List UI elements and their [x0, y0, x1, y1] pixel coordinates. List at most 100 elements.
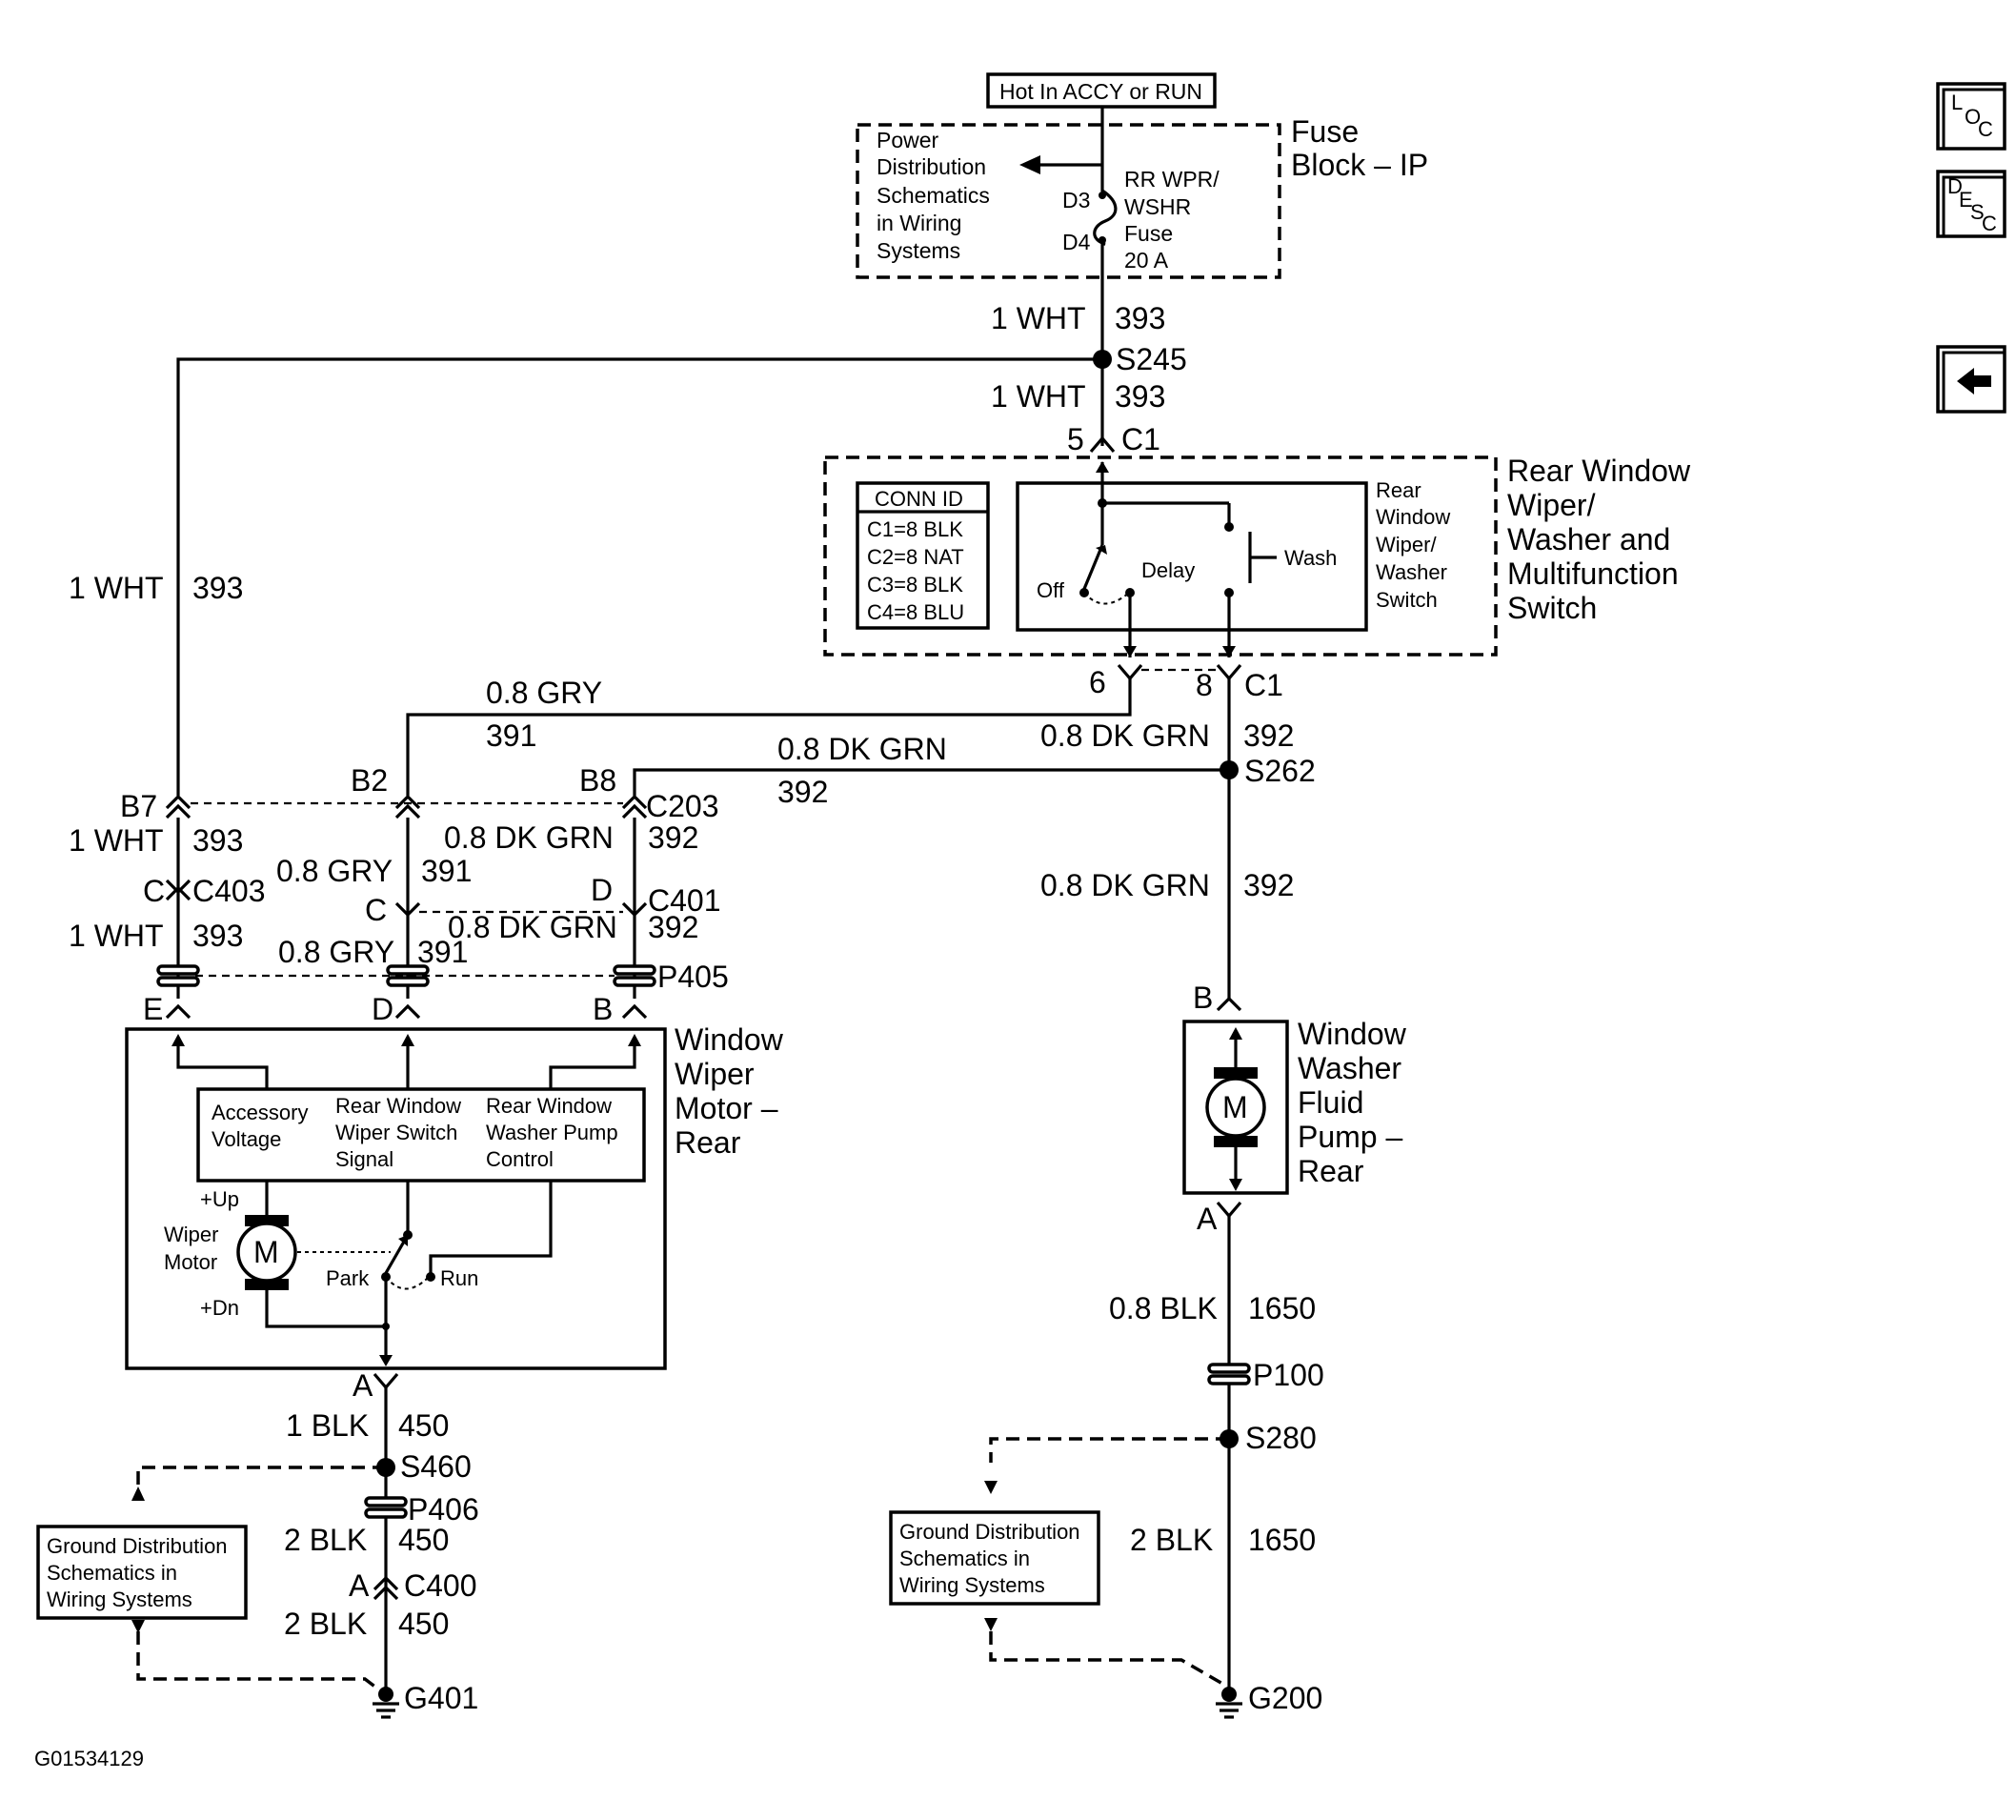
- left-arrow-icon: [1957, 368, 1991, 394]
- description-button[interactable]: D E S C: [1936, 170, 2006, 238]
- svg-text:8: 8: [1196, 668, 1213, 702]
- svg-text:+Dn: +Dn: [200, 1296, 239, 1320]
- svg-text:Park: Park: [326, 1266, 370, 1290]
- svg-text:5: 5: [1067, 422, 1084, 456]
- svg-text:Ground Distribution: Ground Distribution: [47, 1534, 228, 1558]
- svg-text:1 WHT: 1 WHT: [69, 571, 164, 605]
- hot-source-label: Hot In ACCY or RUN: [986, 72, 1217, 109]
- svg-text:C3=8 BLK: C3=8 BLK: [867, 573, 963, 597]
- svg-text:392: 392: [648, 820, 698, 855]
- svg-text:Window: Window: [1376, 505, 1450, 529]
- power-distribution-reference: Power Distribution Schematics in Wiring …: [877, 128, 990, 263]
- svg-text:Delay: Delay: [1141, 558, 1195, 582]
- svg-text:1 WHT: 1 WHT: [991, 301, 1086, 335]
- svg-text:C1: C1: [1244, 668, 1283, 702]
- svg-text:Motor –: Motor –: [675, 1091, 778, 1125]
- svg-text:Rear: Rear: [1376, 478, 1421, 502]
- svg-text:S245: S245: [1116, 342, 1187, 376]
- svg-text:391: 391: [417, 935, 468, 969]
- ground-g401: G401: [373, 1681, 478, 1719]
- svg-text:0.8 GRY: 0.8 GRY: [276, 854, 393, 888]
- svg-text:0.8 DK GRN: 0.8 DK GRN: [448, 910, 617, 944]
- svg-text:D4: D4: [1062, 230, 1091, 254]
- connector-c401: C D C401: [365, 873, 721, 927]
- pass-through-p100: P100: [1207, 1358, 1324, 1392]
- svg-text:P100: P100: [1253, 1358, 1324, 1392]
- svg-text:Fuse: Fuse: [1291, 114, 1359, 149]
- svg-text:0.8 DK GRN: 0.8 DK GRN: [444, 820, 614, 855]
- svg-text:Control: Control: [486, 1147, 554, 1171]
- svg-text:393: 393: [192, 823, 243, 858]
- rear-window-wiper-washer-switch: Rear Window Wiper/ Washer Switch Off Del…: [1016, 461, 1450, 657]
- svg-text:S262: S262: [1244, 754, 1316, 788]
- svg-text:E: E: [1959, 188, 1973, 212]
- svg-text:C203: C203: [646, 789, 719, 823]
- svg-text:Rear: Rear: [675, 1125, 741, 1160]
- svg-text:S: S: [1970, 200, 1985, 224]
- svg-text:Window: Window: [1298, 1017, 1407, 1051]
- fuse-label: RR WPR/ WSHR Fuse 20 A: [1124, 167, 1220, 273]
- svg-text:WSHR: WSHR: [1124, 194, 1191, 219]
- svg-text:C400: C400: [404, 1568, 477, 1603]
- svg-text:C1=8 BLK: C1=8 BLK: [867, 517, 963, 541]
- svg-text:Systems: Systems: [877, 238, 960, 263]
- svg-text:450: 450: [398, 1607, 449, 1641]
- svg-text:B: B: [1193, 981, 1213, 1015]
- back-button[interactable]: [1936, 345, 2006, 414]
- svg-text:Wiper: Wiper: [164, 1223, 218, 1246]
- svg-text:Pump –: Pump –: [1298, 1120, 1402, 1154]
- svg-text:393: 393: [1115, 379, 1165, 414]
- svg-text:B: B: [593, 992, 613, 1026]
- fuse-block-ip: Fuse Block – IP Power Distribution Schem…: [856, 107, 1428, 279]
- svg-text:1 BLK: 1 BLK: [286, 1408, 369, 1443]
- svg-text:Motor: Motor: [164, 1250, 217, 1274]
- svg-text:C: C: [143, 874, 165, 908]
- svg-text:Wiper/: Wiper/: [1376, 533, 1437, 556]
- connector-c1-pin8: [1216, 663, 1242, 681]
- svg-text:450: 450: [398, 1523, 449, 1557]
- svg-text:C: C: [1982, 212, 1997, 235]
- svg-text:Switch: Switch: [1376, 588, 1438, 612]
- svg-text:Multifunction: Multifunction: [1507, 556, 1679, 591]
- svg-text:Wiper: Wiper: [675, 1057, 755, 1091]
- svg-text:G200: G200: [1248, 1681, 1322, 1715]
- svg-text:Schematics: Schematics: [877, 183, 990, 208]
- wire-392-grn-left: [633, 768, 1229, 796]
- svg-text:391: 391: [421, 854, 472, 888]
- svg-text:RR WPR/: RR WPR/: [1124, 167, 1220, 192]
- figure-id: G01534129: [34, 1747, 144, 1770]
- svg-text:S460: S460: [400, 1449, 472, 1484]
- svg-text:Rear Window: Rear Window: [335, 1094, 461, 1118]
- svg-text:Run: Run: [440, 1266, 478, 1290]
- svg-text:Power: Power: [877, 128, 939, 152]
- svg-text:B8: B8: [579, 763, 616, 798]
- window-washer-fluid-pump-rear: Window Washer Fluid Pump – Rear M: [1182, 1017, 1407, 1195]
- pass-through-p406: P406: [364, 1492, 479, 1527]
- svg-text:20 A: 20 A: [1124, 248, 1169, 273]
- svg-text:Rear Window: Rear Window: [1507, 454, 1691, 488]
- connector-pump-pin-b: [1216, 996, 1242, 1012]
- svg-text:D3: D3: [1062, 188, 1090, 212]
- svg-text:392: 392: [648, 910, 698, 944]
- location-button[interactable]: L O C: [1936, 82, 2006, 151]
- svg-text:Distribution: Distribution: [877, 154, 986, 179]
- ground-distribution-reference-left: Ground Distribution Schematics in Wiring…: [36, 1525, 383, 1693]
- rear-wiper-washer-multifunction-switch: Rear Window Wiper/ Washer and Multifunct…: [823, 454, 1691, 657]
- svg-text:C401: C401: [648, 883, 721, 918]
- svg-text:2 BLK: 2 BLK: [284, 1523, 367, 1557]
- svg-text:D: D: [591, 873, 613, 907]
- connector-pump-pin-a: [1216, 1201, 1242, 1219]
- svg-text:Schematics in: Schematics in: [899, 1547, 1030, 1570]
- connector-c1-pin6: [1117, 663, 1143, 681]
- svg-text:2 BLK: 2 BLK: [1130, 1523, 1213, 1557]
- svg-text:M: M: [1222, 1090, 1248, 1124]
- wiper-motor-symbol: [236, 1222, 297, 1283]
- svg-text:1 WHT: 1 WHT: [991, 379, 1086, 414]
- wire-393-left: [176, 357, 1102, 796]
- svg-text:G401: G401: [404, 1681, 478, 1715]
- svg-text:393: 393: [192, 919, 243, 953]
- pass-through-p405: P405: [156, 960, 729, 994]
- svg-text:Fluid: Fluid: [1298, 1085, 1363, 1120]
- washer-pump-motor-symbol: [1205, 1077, 1266, 1138]
